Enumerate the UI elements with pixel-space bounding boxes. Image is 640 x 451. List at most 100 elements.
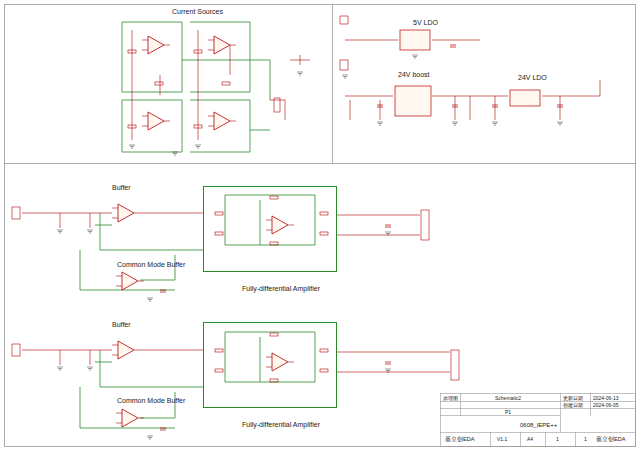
schematic-rect — [274, 98, 280, 112]
schematic-use — [270, 333, 278, 336]
section-heading: 24V boost — [398, 71, 430, 78]
schematic-use — [450, 45, 456, 47]
schematic-rect — [340, 60, 348, 70]
schematic-path — [270, 100, 285, 120]
schematic-path — [22, 213, 420, 235]
schematic-path — [345, 40, 600, 120]
schematic-use — [452, 122, 458, 125]
schematic-use — [57, 230, 63, 233]
schematic-use — [208, 36, 236, 54]
schematic-use — [320, 349, 328, 352]
schematic-use — [129, 145, 135, 148]
schematic-use — [116, 409, 144, 427]
title-block-text: V1.1 — [497, 437, 507, 442]
schematic-g — [132, 30, 285, 140]
schematic-path — [22, 350, 450, 372]
title-block-text: P1 — [505, 410, 511, 415]
schematic-use — [208, 112, 236, 130]
section-heading: Buffer — [112, 184, 131, 191]
schematic-path — [122, 22, 250, 92]
schematic-use — [128, 125, 136, 128]
section-heading: 24V LDO — [518, 74, 547, 81]
schematic-use — [385, 362, 391, 364]
schematic-use — [112, 341, 140, 359]
title-block-text: 2024-06-05 — [593, 403, 619, 408]
schematic-use — [215, 232, 223, 235]
schematic-use — [385, 232, 391, 235]
amplifier-block: Fully-differential Amplifier — [203, 186, 337, 272]
schematic-rect — [400, 30, 430, 50]
schematic-use — [215, 212, 223, 215]
schematic-path — [122, 100, 250, 152]
schematic-use — [215, 369, 223, 372]
schematic-use — [492, 122, 498, 125]
schematic-use — [147, 436, 153, 439]
schematic-g — [122, 22, 270, 152]
schematic-g — [12, 207, 429, 240]
schematic-use — [215, 349, 223, 352]
schematic-use — [266, 353, 294, 371]
title-block-text: 原理图 — [443, 396, 458, 401]
schematic-use — [385, 369, 391, 372]
schematic-use — [342, 75, 348, 78]
schematic-g — [340, 16, 600, 120]
title-block-text: 嘉立创EDA — [445, 437, 474, 443]
block-heading: Fully-differential Amplifier — [242, 285, 320, 292]
schematic-use — [297, 72, 303, 75]
title-block-text: 1 — [556, 437, 559, 442]
schematic-use — [194, 50, 202, 53]
schematic-use — [194, 125, 202, 128]
schematic-use — [320, 369, 328, 372]
schematic-g — [80, 195, 315, 290]
schematic-use — [87, 230, 93, 233]
schematic-use — [320, 232, 328, 235]
schematic-use — [557, 105, 563, 107]
title-block-text: 创建日期 — [563, 403, 583, 408]
section-heading: 5V LDO — [413, 19, 438, 26]
schematic-use — [320, 212, 328, 215]
schematic-rect — [421, 210, 429, 240]
schematic-rect — [441, 394, 636, 447]
schematic-g — [440, 393, 636, 447]
title-block-text: Schematic2 — [495, 396, 521, 401]
title-block-text: 0608_IEPE++ — [520, 422, 557, 428]
schematic-use — [87, 367, 93, 370]
section-heading: Common Mode Buffer — [117, 261, 185, 268]
schematic-path — [440, 393, 635, 446]
schematic-use — [492, 105, 498, 107]
schematic-use — [557, 122, 563, 125]
schematic-rect — [510, 90, 540, 106]
schematic-use — [270, 196, 278, 199]
schematic-path — [4, 4, 636, 164]
schematic-use — [412, 55, 418, 58]
schematic-path — [140, 392, 175, 418]
schematic-rect — [12, 207, 20, 219]
title-block-text: A4 — [527, 437, 533, 442]
schematic-use — [142, 36, 170, 54]
schematic-use — [377, 122, 383, 125]
schematic-use — [116, 272, 144, 290]
schematic-use — [385, 225, 391, 227]
schematic-rect — [451, 350, 459, 380]
schematic-use — [160, 428, 166, 430]
schematic-rect — [340, 16, 348, 24]
schematic-path — [80, 195, 315, 290]
schematic-use — [160, 290, 166, 292]
section-heading: Common Mode Buffer — [117, 397, 185, 404]
schematic-use — [128, 50, 136, 53]
schematic-rect — [395, 86, 431, 116]
schematic-path — [182, 60, 270, 130]
schematic-use — [112, 204, 140, 222]
schematic-rect — [5, 5, 636, 447]
title-block-text: 2024-06-13 — [593, 396, 619, 401]
schematic-use — [452, 105, 458, 107]
schematic-rect — [12, 344, 20, 356]
schematic-use — [172, 152, 178, 155]
title-block-text: 1 — [584, 437, 587, 442]
schematic-use — [266, 216, 294, 234]
section-heading: Buffer — [112, 321, 131, 328]
schematic-use — [222, 82, 230, 85]
title-block-text: 嘉立创EDA — [596, 437, 625, 443]
